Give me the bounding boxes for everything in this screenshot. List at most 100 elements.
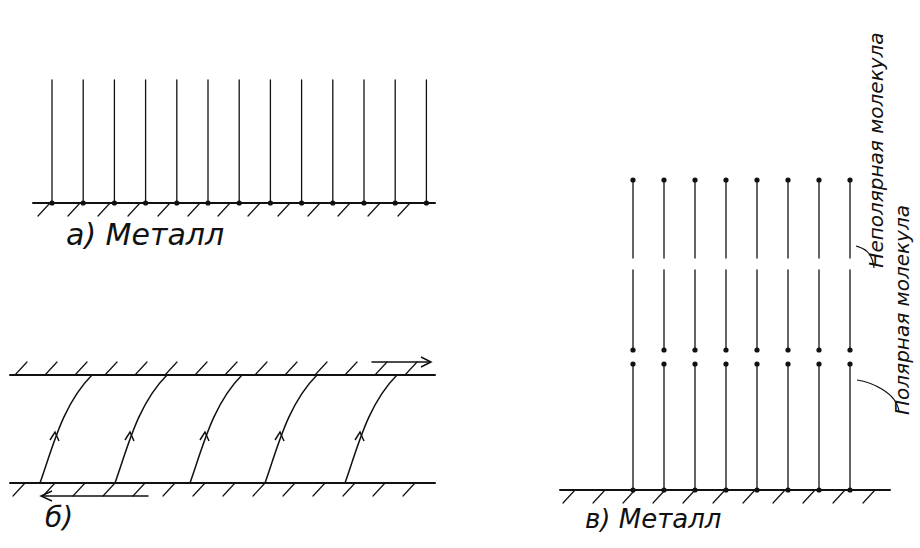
polar-head [630, 347, 635, 352]
molecule-chain [694, 364, 695, 490]
molecule-chain [787, 270, 788, 350]
polar-head [630, 177, 635, 182]
surface-hatch [193, 483, 205, 496]
polar-head [754, 361, 759, 366]
molecule-chain [725, 270, 726, 350]
surface-hatch [68, 203, 80, 216]
surface-hatch [253, 483, 265, 496]
surface-hatch [368, 203, 380, 216]
surface-hatch [773, 490, 785, 503]
polar-head [692, 347, 697, 352]
bent-molecule [40, 375, 92, 483]
polar-head [723, 487, 728, 492]
surface-hatch [278, 203, 290, 216]
polar-head [205, 200, 210, 205]
molecule-chain [301, 80, 302, 203]
molecule-chain [849, 270, 850, 350]
molecule-chain [663, 270, 664, 350]
polar-head [816, 347, 821, 352]
figure-label: а) Металл [66, 218, 224, 251]
surface-hatch [165, 362, 177, 375]
polar-head [723, 361, 728, 366]
surface-hatch [98, 203, 110, 216]
surface-hatch [405, 362, 417, 375]
surface-hatch [38, 203, 50, 216]
polar-head [847, 347, 852, 352]
bent-molecule [345, 375, 397, 483]
direction-arrowhead [355, 432, 364, 441]
molecule-chain [632, 364, 633, 490]
surface-hatch [375, 362, 387, 375]
surface-hatch [158, 203, 170, 216]
molecule-chain [83, 80, 84, 203]
surface-hatch [105, 362, 117, 375]
surface-hatch [73, 483, 85, 496]
surface-hatch [128, 203, 140, 216]
molecule-chain [176, 80, 177, 203]
molecule-chain [725, 364, 726, 490]
polar-head [754, 347, 759, 352]
polar-head [816, 487, 821, 492]
polar-head [785, 347, 790, 352]
figure-label: в) Металл [585, 505, 721, 534]
surface-hatch [338, 203, 350, 216]
surface-hatch [45, 362, 57, 375]
direction-arrowhead [50, 432, 59, 441]
molecule-chain [114, 80, 115, 203]
molecule-chain [787, 364, 788, 490]
surface-hatch [15, 362, 27, 375]
polar-head [237, 200, 242, 205]
polar-head [174, 200, 179, 205]
molecule-chain [395, 80, 396, 203]
polar-head [816, 177, 821, 182]
direction-arrowhead [200, 432, 209, 441]
polar-head [785, 487, 790, 492]
bent-molecule [190, 375, 242, 483]
polar-head [630, 487, 635, 492]
molecule-label: Неполярная молекула [865, 32, 887, 267]
surface-hatch [135, 362, 147, 375]
molecule-chain [818, 364, 819, 490]
polar-head [723, 347, 728, 352]
polar-head [393, 200, 398, 205]
surface-hatch [713, 490, 725, 503]
molecule-chain [787, 180, 788, 258]
molecule-chain [663, 364, 664, 490]
shear-arrow [42, 495, 148, 497]
polar-head [754, 487, 759, 492]
upper-surface [10, 374, 435, 376]
surface-hatch [563, 490, 575, 503]
shear-arrowhead [421, 357, 431, 367]
surface-hatch [743, 490, 755, 503]
surface-hatch [593, 490, 605, 503]
surface-hatch [188, 203, 200, 216]
polar-head [723, 177, 728, 182]
surface-hatch [803, 490, 815, 503]
molecule-chain [756, 180, 757, 258]
polar-head [112, 200, 117, 205]
polar-head [630, 361, 635, 366]
molecule-chain [694, 180, 695, 258]
molecule-chain [818, 180, 819, 258]
surface-hatch [308, 203, 320, 216]
polar-head [692, 487, 697, 492]
molecule-chain [207, 80, 208, 203]
molecule-chain [849, 180, 850, 258]
polar-head [330, 200, 335, 205]
surface-hatch [863, 490, 875, 503]
polar-head [692, 361, 697, 366]
surface-hatch [683, 490, 695, 503]
molecule-label: Полярная молекула [891, 205, 913, 415]
molecule-chain [632, 270, 633, 350]
surface-hatch [315, 362, 327, 375]
molecule-chain [145, 80, 146, 203]
direction-arrowhead [275, 432, 284, 441]
figure-label: б) [45, 503, 73, 534]
surface-hatch [285, 362, 297, 375]
molecule-chain [756, 364, 757, 490]
surface-hatch [75, 362, 87, 375]
polar-head [847, 361, 852, 366]
surface-hatch [218, 203, 230, 216]
molecule-chain [663, 180, 664, 258]
